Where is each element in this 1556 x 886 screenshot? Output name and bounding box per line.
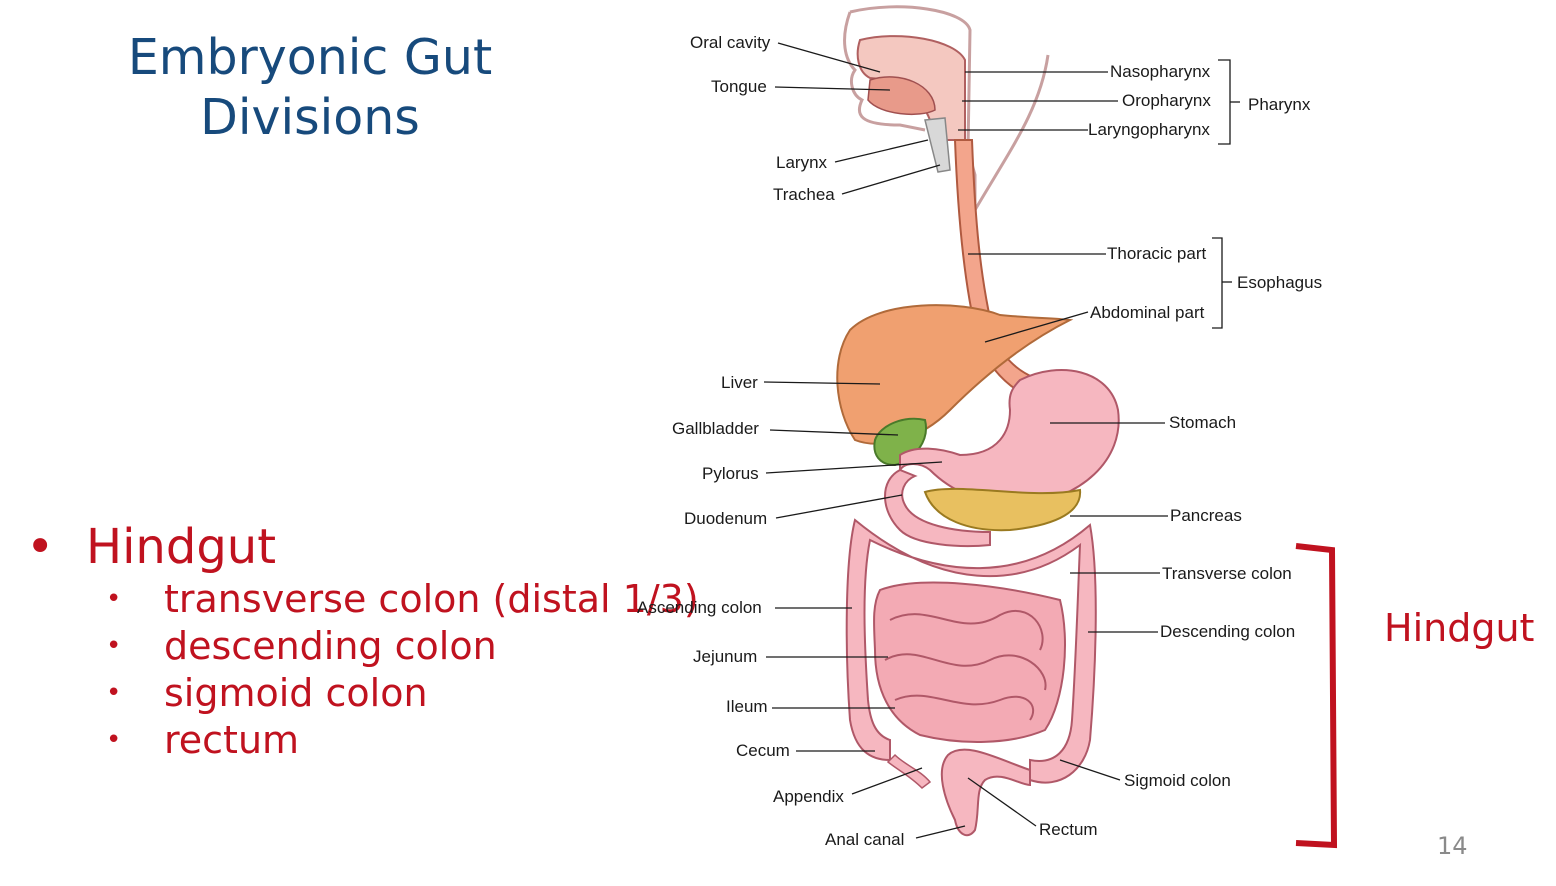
bullet-hindgut-label: Hindgut [86,519,277,575]
label-oropharynx: Oropharynx [1122,91,1211,110]
bullet-list: •Hindgut •transverse colon (distal 1/3) … [26,518,699,764]
sub-bullet-transverse-colon: • transverse colon (distal 1/3) [106,576,699,623]
small-intestine-mass [873,581,1066,743]
label-pharynx: Pharynx [1248,95,1311,114]
label-laryngopharynx: Laryngopharynx [1088,120,1210,139]
stomach-shape [899,369,1120,507]
larynx-shape [924,117,951,173]
bullet-dot-icon: • [106,725,122,755]
label-descending-colon: Descending colon [1160,622,1295,641]
sub-bullet-label: rectum [164,718,300,762]
label-gallbladder: Gallbladder [672,419,759,438]
sub-bullet-label: transverse colon (distal 1/3) [164,577,699,621]
duodenum-shape [884,468,991,548]
liver-shape [836,304,1074,445]
label-sigmoid-colon: Sigmoid colon [1124,771,1231,790]
bullet-dot-icon: • [26,519,55,575]
bullet-dot-icon: • [106,631,122,661]
label-oral-cavity: Oral cavity [690,33,771,52]
label-ileum: Ileum [726,697,768,716]
label-cecum: Cecum [736,741,790,760]
label-duodenum: Duodenum [684,509,767,528]
label-stomach: Stomach [1169,413,1236,432]
label-esophagus: Esophagus [1237,273,1322,292]
label-pancreas: Pancreas [1170,506,1242,525]
hindgut-bracket [1295,543,1338,849]
slide-title: Embryonic Gut Divisions [127,29,493,146]
label-transverse-colon: Transverse colon [1162,564,1292,583]
large-intestine-shape [845,518,1097,784]
label-nasopharynx: Nasopharynx [1110,62,1211,81]
bullet-dot-icon: • [106,678,122,708]
sigmoid-rectum-shape [940,748,1031,837]
hindgut-bracket-label: Hindgut [1384,606,1535,650]
small-intestine-loops [884,609,1047,721]
sub-bullet-sigmoid-colon: • sigmoid colon [106,670,699,717]
label-liver: Liver [721,373,758,392]
sub-bullet-descending-colon: • descending colon [106,623,699,670]
label-abdominal-part: Abdominal part [1090,303,1205,322]
pancreas-shape [923,487,1082,532]
tongue-shape [867,76,936,116]
label-appendix: Appendix [773,787,844,806]
label-tongue: Tongue [711,77,767,96]
appendix-shape [886,753,932,789]
label-jejunum: Jejunum [693,647,757,666]
label-ascending-colon: Ascending colon [637,598,762,617]
label-anal-canal: Anal canal [825,830,904,849]
label-thoracic-part: Thoracic part [1107,244,1206,263]
bullet-dot-icon: • [106,584,122,614]
sub-bullet-label: sigmoid colon [164,671,428,715]
sub-bullet-rectum: • rectum [106,717,699,764]
bullet-hindgut: • Hindgut [26,518,699,576]
sub-bullet-label: descending colon [164,624,497,668]
page-number: 14 [1437,832,1468,860]
label-rectum: Rectum [1039,820,1098,839]
label-trachea: Trachea [773,185,835,204]
label-pylorus: Pylorus [702,464,759,483]
label-larynx: Larynx [776,153,828,172]
leader-lines [763,42,1240,839]
